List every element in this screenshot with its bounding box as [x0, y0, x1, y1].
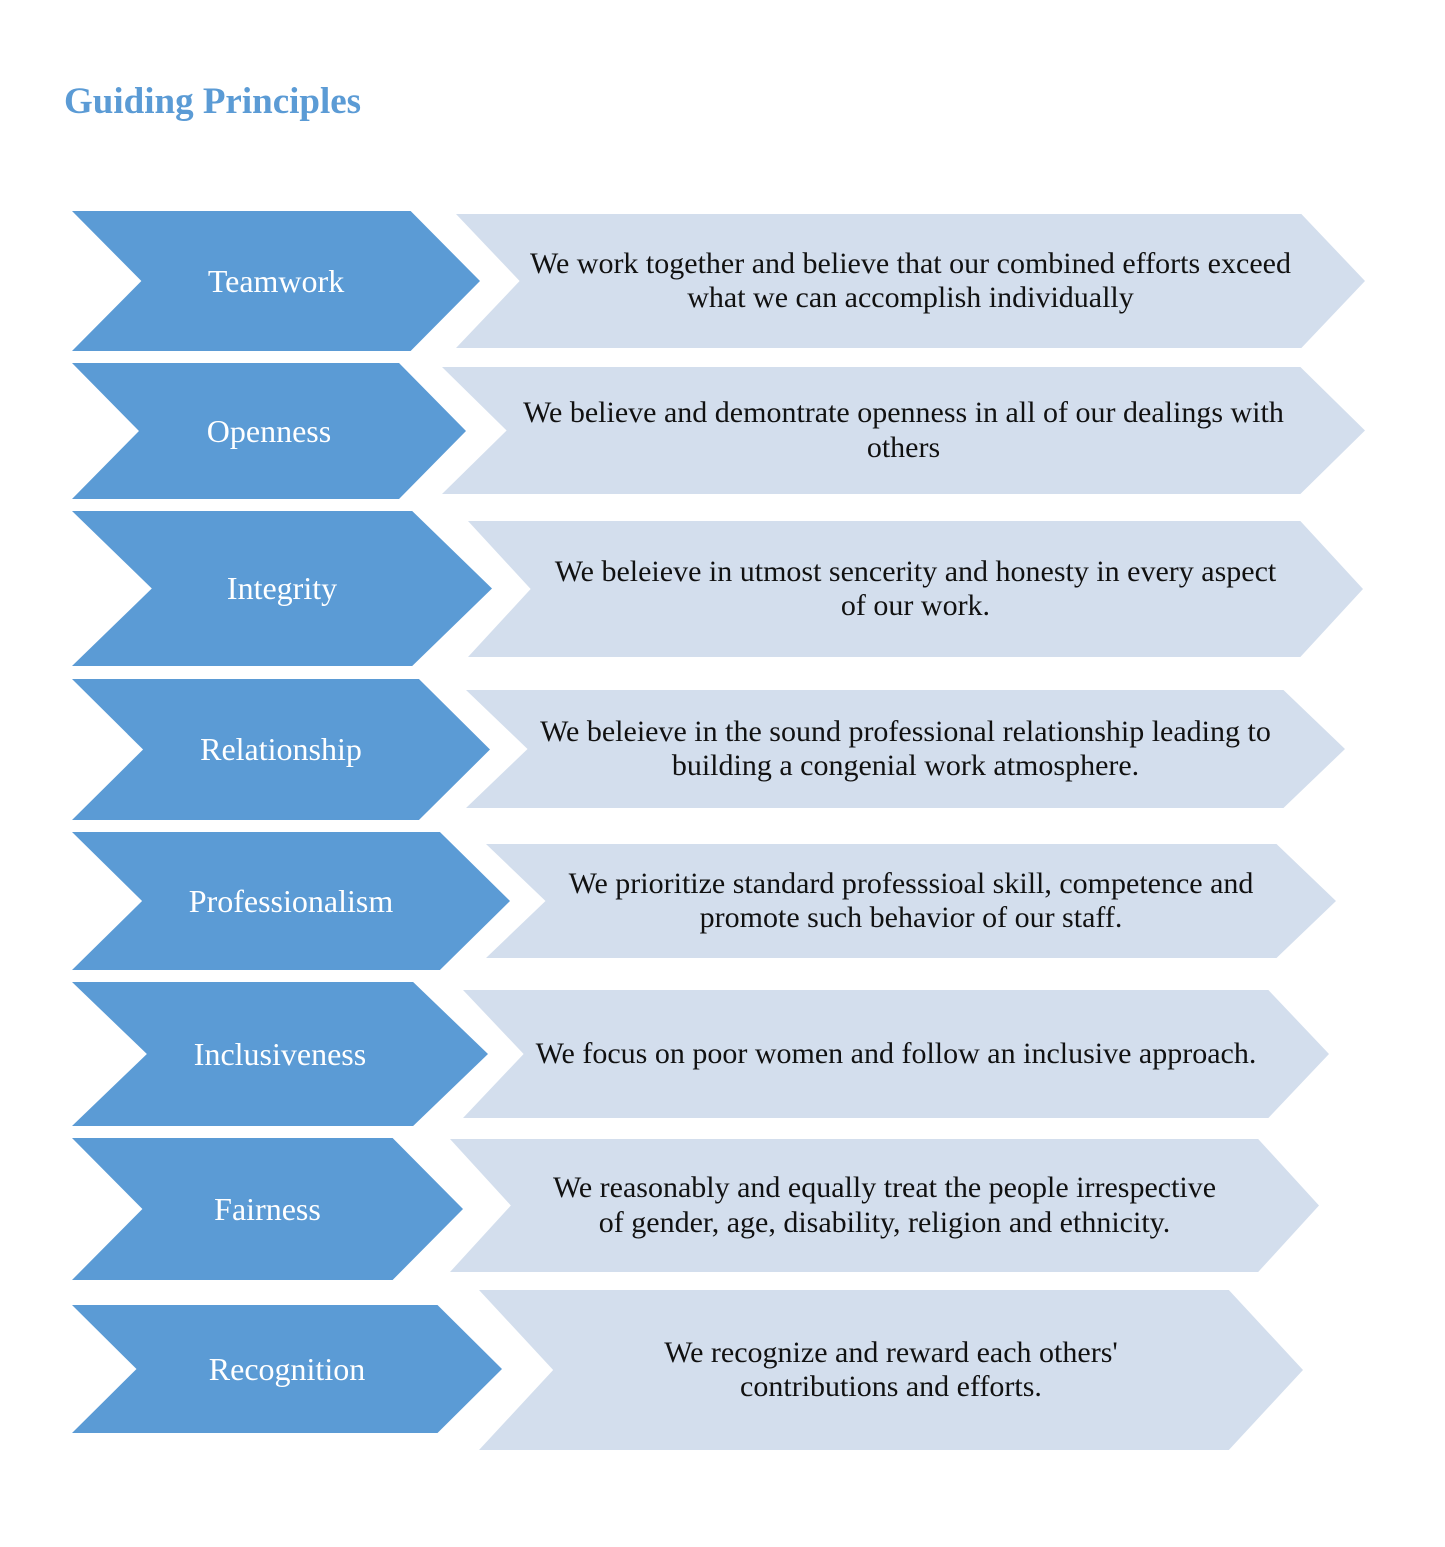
principle-name: Fairness: [214, 1190, 321, 1227]
principle-name-chevron: Integrity: [72, 511, 492, 666]
principle-description: We prioritize standard professsioal skil…: [568, 866, 1254, 934]
principle-name-chevron: Relationship: [72, 679, 490, 820]
principle-description: We believe and demontrate openness in al…: [523, 396, 1284, 464]
principle-description-chevron: We beleieve in utmost sencerity and hone…: [468, 521, 1363, 657]
principle-name: Teamwork: [207, 262, 345, 299]
principle-description: We work together and believe that our co…: [530, 246, 1291, 314]
principle-name-chevron: Professionalism: [72, 832, 510, 970]
principle-description: We recognize and reward each others' con…: [664, 1335, 1118, 1403]
principle-description-chevron: We focus on poor women and follow an inc…: [463, 990, 1329, 1118]
principle-description-chevron: We reasonably and equally treat the peop…: [450, 1139, 1319, 1272]
principle-name-chevron: Inclusiveness: [72, 982, 488, 1126]
page-title: Guiding Principles: [64, 81, 362, 122]
principle-description-chevron: We beleieve in the sound professional re…: [466, 690, 1345, 808]
principle-description: We beleieve in utmost sencerity and hone…: [554, 554, 1277, 622]
principle-name-chevron: Fairness: [72, 1138, 463, 1280]
principle-name-chevron: Recognition: [72, 1305, 502, 1433]
principle-description-chevron: We recognize and reward each others' con…: [479, 1290, 1303, 1450]
principle-description-chevron: We work together and believe that our co…: [456, 214, 1365, 348]
principle-name: Inclusiveness: [193, 1035, 367, 1072]
principle-description: We reasonably and equally treat the peop…: [552, 1171, 1217, 1239]
principle-name: Relationship: [200, 731, 362, 767]
principle-description-chevron: We prioritize standard professsioal skil…: [486, 844, 1336, 958]
principle-name: Professionalism: [188, 882, 394, 919]
principle-description-chevron: We believe and demontrate openness in al…: [442, 367, 1365, 494]
principle-name-chevron: Teamwork: [72, 211, 480, 351]
principle-name: Integrity: [226, 570, 338, 606]
principle-description: We beleieve in the sound professional re…: [540, 714, 1271, 782]
principle-description: We focus on poor women and follow an inc…: [535, 1036, 1257, 1070]
principle-name: Openness: [206, 412, 332, 449]
principle-name-chevron: Openness: [72, 363, 466, 499]
principle-name: Recognition: [208, 1350, 366, 1387]
